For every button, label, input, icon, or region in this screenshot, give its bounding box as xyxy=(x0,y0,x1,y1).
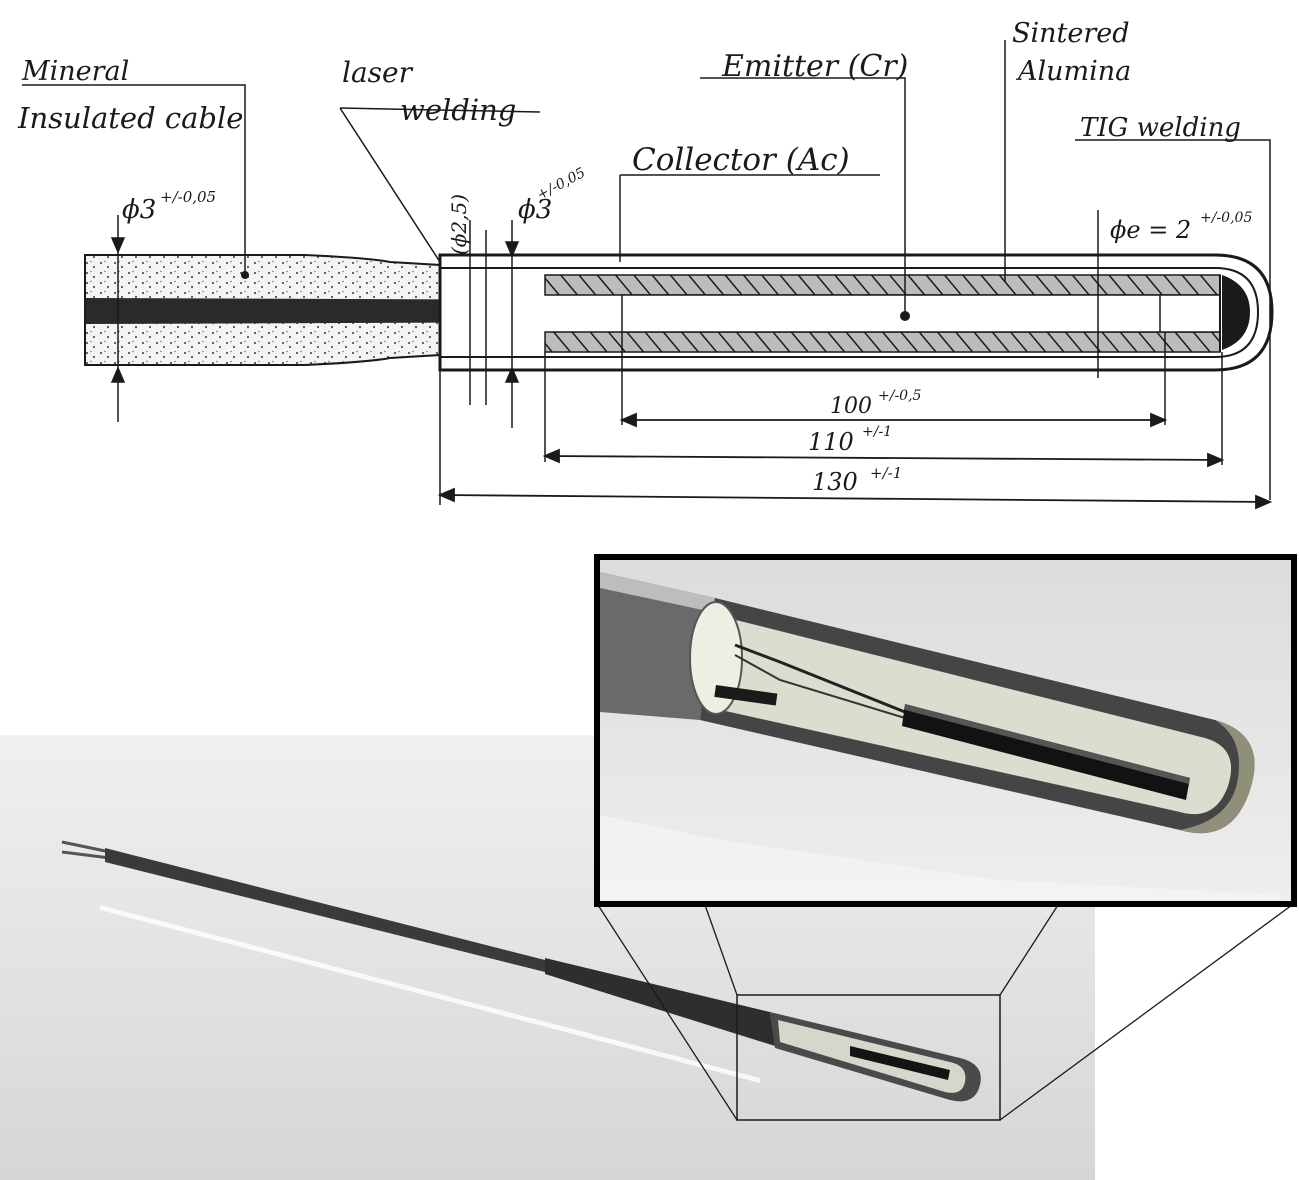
emitter-cavity xyxy=(621,294,1221,333)
dim-len100: 100 xyxy=(830,394,872,419)
render-cable xyxy=(105,848,545,972)
alumina-lower xyxy=(544,331,1221,353)
label-welding-laser: welding xyxy=(400,93,516,127)
dim-len110: 110 xyxy=(808,428,854,456)
dim-phi3-left-tol: +/-0,05 xyxy=(160,188,216,206)
zoom-connectors xyxy=(597,904,1293,1121)
dim-len110-tol: +/-1 xyxy=(862,424,892,440)
dim-phi3-mid: ϕ3 xyxy=(518,195,552,225)
label-collector: Collector (Ac) xyxy=(632,142,850,178)
dim-len130: 130 xyxy=(812,468,858,496)
zoom-emitter xyxy=(902,704,1190,800)
dim-phi3-left: ϕ3 xyxy=(122,195,156,225)
label-mineral: Mineral xyxy=(21,56,129,87)
label-insulated-cable: Insulated cable xyxy=(17,101,243,135)
alumina-upper xyxy=(544,274,1221,296)
dim-len130-tol: +/-1 xyxy=(870,464,902,482)
label-tig-welding: TIG welding xyxy=(1080,113,1241,143)
dim-len100-tol: +/-0,5 xyxy=(878,388,922,404)
length-dimensions xyxy=(437,412,1273,510)
zoom-inset xyxy=(594,554,1297,907)
zoom-source-box xyxy=(736,994,1001,1121)
label-alumina: Alumina xyxy=(1015,56,1131,87)
dim-phi3-mid-tol: +/-0,05 xyxy=(534,165,588,204)
label-laser: laser xyxy=(342,56,414,89)
technical-drawing: Mineral Insulated cable laser welding Em… xyxy=(17,18,1274,510)
label-sintered: Sintered xyxy=(1012,18,1130,49)
dim-phie-tol: +/-0,05 xyxy=(1200,210,1252,226)
dim-phie: ϕe = 2 xyxy=(1110,216,1191,244)
leader-lines xyxy=(22,40,1271,500)
diameter-markers xyxy=(110,210,1223,505)
dim-phi25: (ϕ2,5) xyxy=(447,194,471,255)
label-emitter: Emitter (Cr) xyxy=(721,49,908,84)
